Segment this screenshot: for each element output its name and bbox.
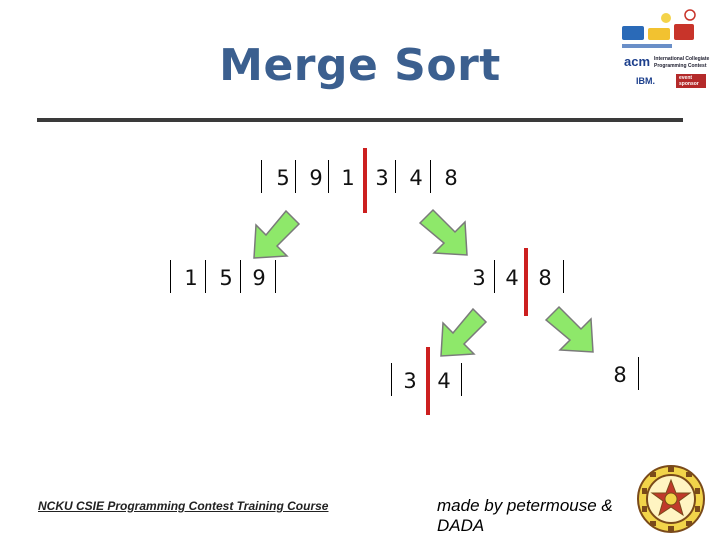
- left-divider-2: [205, 260, 206, 293]
- left-cell-2: 5: [219, 266, 233, 290]
- left-divider-4: [275, 260, 276, 293]
- bottom-left-cell-1: 3: [403, 369, 417, 393]
- top-divider-4: [395, 160, 396, 193]
- arrow-down-left-1: [253, 209, 301, 259]
- icpc-line-2: Programming Contest: [654, 63, 707, 69]
- contest-logo: acm International Collegiate Programming…: [618, 8, 710, 94]
- top-cell-4: 3: [375, 166, 389, 190]
- title-divider: [37, 118, 683, 122]
- left-cell-1: 1: [184, 266, 198, 290]
- sponsor-line-1: event: [679, 75, 693, 81]
- left-divider-1: [170, 260, 171, 293]
- top-cell-1: 5: [276, 166, 290, 190]
- university-seal-logo: [636, 464, 706, 534]
- right-cell-3: 8: [538, 266, 552, 290]
- left-cell-3: 9: [252, 266, 266, 290]
- bottom-right-divider-1: [638, 357, 639, 390]
- author-credit: made by petermouse & DADA: [437, 496, 613, 535]
- top-cell-2: 9: [309, 166, 323, 190]
- top-split-marker: [363, 148, 367, 213]
- right-cell-1: 3: [472, 266, 486, 290]
- right-split-marker: [524, 248, 528, 316]
- left-divider-3: [240, 260, 241, 293]
- contest-logo-graphic: [622, 9, 706, 88]
- top-cell-6: 8: [444, 166, 458, 190]
- top-divider-2: [295, 160, 296, 193]
- bottom-left-cell-2: 4: [437, 369, 451, 393]
- bottom-split-marker: [426, 347, 430, 415]
- arrow-down-right-2: [544, 305, 594, 353]
- top-divider-3: [328, 160, 329, 193]
- arrow-down-right-1: [418, 208, 468, 256]
- acm-logo-text: acm: [624, 54, 651, 69]
- top-divider-1: [261, 160, 262, 193]
- right-cell-2: 4: [505, 266, 519, 290]
- bottom-left-divider-1: [391, 363, 392, 396]
- course-footer: NCKU CSIE Programming Contest Training C…: [38, 499, 329, 513]
- bottom-left-divider-2: [461, 363, 462, 396]
- slide-title: Merge Sort: [219, 40, 501, 91]
- right-divider-1: [494, 260, 495, 293]
- bottom-right-cell-1: 8: [613, 363, 627, 387]
- top-cell-5: 4: [409, 166, 423, 190]
- arrow-down-left-2: [440, 307, 488, 357]
- sponsor-line-2: sponsor: [679, 81, 699, 87]
- top-cell-3: 1: [341, 166, 355, 190]
- ibm-logo-text: IBM.: [636, 76, 655, 86]
- right-divider-2: [563, 260, 564, 293]
- icpc-line-1: International Collegiate: [654, 56, 710, 62]
- university-seal-graphic: [637, 465, 705, 533]
- top-divider-5: [430, 160, 431, 193]
